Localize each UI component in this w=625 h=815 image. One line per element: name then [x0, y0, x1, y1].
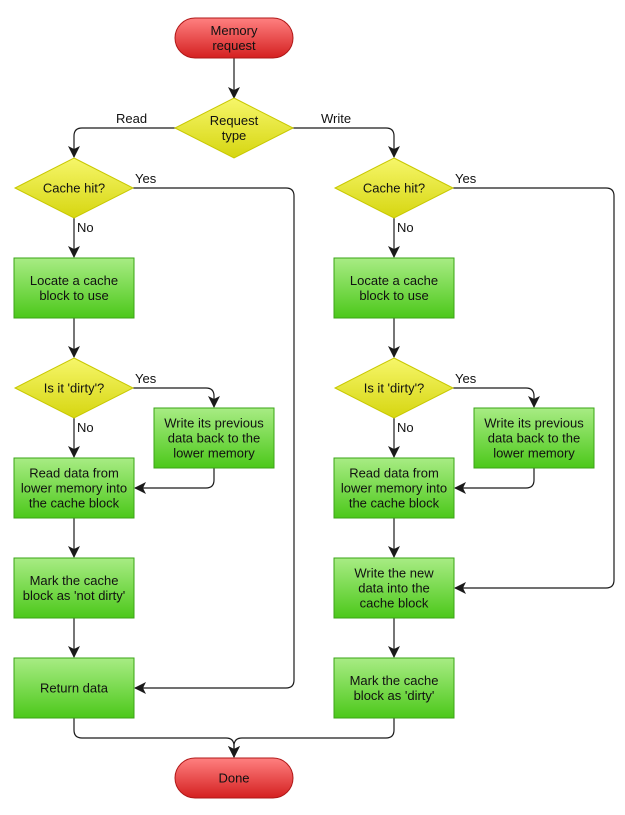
label-line: lower memory — [173, 446, 255, 461]
start-terminal — [174, 17, 294, 59]
label-line: Is it 'dirty'? — [44, 381, 105, 396]
label-line: Done — [218, 771, 249, 786]
label-line: block as 'dirty' — [354, 688, 435, 703]
label-line: Return data — [40, 681, 109, 696]
label-line: block to use — [39, 288, 108, 303]
write-dirty-label: Is it 'dirty'? — [364, 381, 425, 396]
label-line: Locate a cache — [30, 273, 118, 288]
edge-write-dirty-yes — [453, 387, 540, 408]
edge-label-write-hit-no: No — [397, 220, 414, 235]
write-readdata-block — [333, 457, 455, 519]
done-terminal — [174, 757, 294, 799]
label-line: Write the new — [354, 566, 434, 581]
label-line: block as 'not dirty' — [23, 588, 126, 603]
read-dirty-decision — [13, 357, 135, 419]
read-locate-block — [13, 257, 135, 319]
edge-label-write: Write — [321, 111, 351, 126]
edge-read-dirty-yes — [133, 387, 220, 408]
write-writeback-block — [473, 407, 595, 469]
label-line: data into the — [358, 581, 430, 596]
label-line: lower memory into — [341, 481, 447, 496]
label-line: type — [222, 128, 247, 143]
edge-read — [68, 127, 176, 158]
write-mark-block — [333, 657, 455, 719]
label-line: Mark the cache — [350, 673, 439, 688]
label-line: Mark the cache — [30, 573, 119, 588]
label-line: lower memory into — [21, 481, 127, 496]
label-line: Write its previous — [484, 416, 584, 431]
read-dirty-label: Is it 'dirty'? — [44, 381, 105, 396]
read-cache-hit-decision — [13, 157, 135, 219]
label-line: Is it 'dirty'? — [364, 381, 425, 396]
label-line: request — [212, 38, 256, 53]
read-readdata-block — [13, 457, 135, 519]
label-line: Cache hit? — [363, 181, 425, 196]
write-locate-block — [333, 257, 455, 319]
edge-label-read-hit-yes: Yes — [135, 171, 157, 186]
write-cache-hit-label: Cache hit? — [363, 181, 425, 196]
edge-write — [292, 127, 400, 158]
label-line: Locate a cache — [350, 273, 438, 288]
read-cache-hit-label: Cache hit? — [43, 181, 105, 196]
edge-write-hit-yes — [453, 187, 615, 594]
connectors — [68, 58, 615, 758]
label-line: block to use — [359, 288, 428, 303]
label-line: cache block — [360, 596, 429, 611]
label-line: Memory — [211, 23, 258, 38]
label-line: lower memory — [493, 446, 575, 461]
label-line: Read data from — [29, 466, 119, 481]
done-terminal-label: Done — [218, 771, 249, 786]
label-line: Request — [210, 113, 259, 128]
edge-label-read-dirty-no: No — [77, 420, 94, 435]
edge-read-writeback-to-readdata — [134, 467, 215, 494]
label-line: Write its previous — [164, 416, 264, 431]
write-cache-hit-decision — [333, 157, 455, 219]
label-line: data back to the — [488, 431, 581, 446]
write-newdata-block — [333, 557, 455, 619]
read-mark-block — [13, 557, 135, 619]
label-line: the cache block — [349, 496, 440, 511]
edge-labels: Read Write Yes No Yes No Yes No Yes No — [77, 111, 477, 435]
write-dirty-decision — [333, 357, 455, 419]
read-return-label: Return data — [40, 681, 109, 696]
label-line: Cache hit? — [43, 181, 105, 196]
edge-read-return-to-done — [73, 718, 240, 758]
edge-label-write-dirty-yes: Yes — [455, 371, 477, 386]
label-line: data back to the — [168, 431, 261, 446]
edge-label-read-dirty-yes: Yes — [135, 371, 157, 386]
request-type-decision — [173, 97, 295, 159]
read-return-block — [13, 657, 135, 719]
label-line: Read data from — [349, 466, 439, 481]
edge-label-read: Read — [116, 111, 147, 126]
edge-write-mark-to-done — [228, 718, 395, 758]
edge-write-writeback-to-readdata — [454, 467, 535, 494]
edge-label-read-hit-no: No — [77, 220, 94, 235]
label-line: the cache block — [29, 496, 120, 511]
edge-read-hit-yes — [133, 187, 295, 694]
read-writeback-block — [153, 407, 275, 469]
edge-label-write-dirty-no: No — [397, 420, 414, 435]
edge-label-write-hit-yes: Yes — [455, 171, 477, 186]
